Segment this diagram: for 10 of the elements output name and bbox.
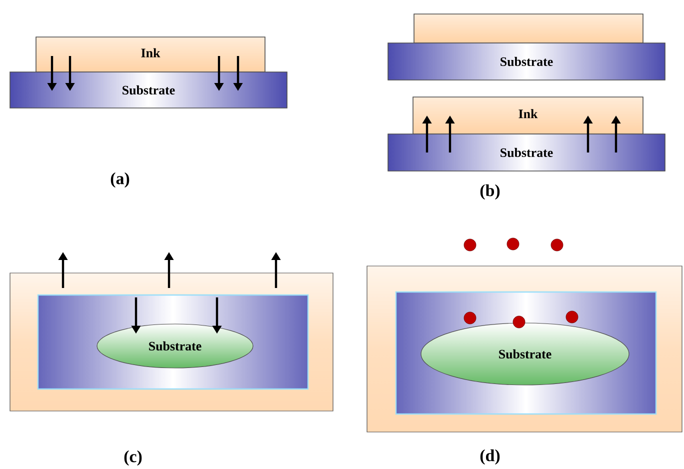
panel-label: (c) — [124, 450, 142, 466]
substrate-layer: Substrate — [388, 42, 666, 80]
panel-label: (d) — [480, 449, 500, 465]
ink-layer: Ink — [412, 96, 644, 134]
substrate-layer: Substrate — [388, 134, 666, 172]
substrate-layer: Substrate — [10, 72, 288, 108]
panel-label: (b) — [480, 184, 500, 200]
ink-layer — [414, 14, 644, 44]
panel-label: (a) — [110, 172, 130, 188]
ink-layer: Ink — [36, 36, 266, 72]
